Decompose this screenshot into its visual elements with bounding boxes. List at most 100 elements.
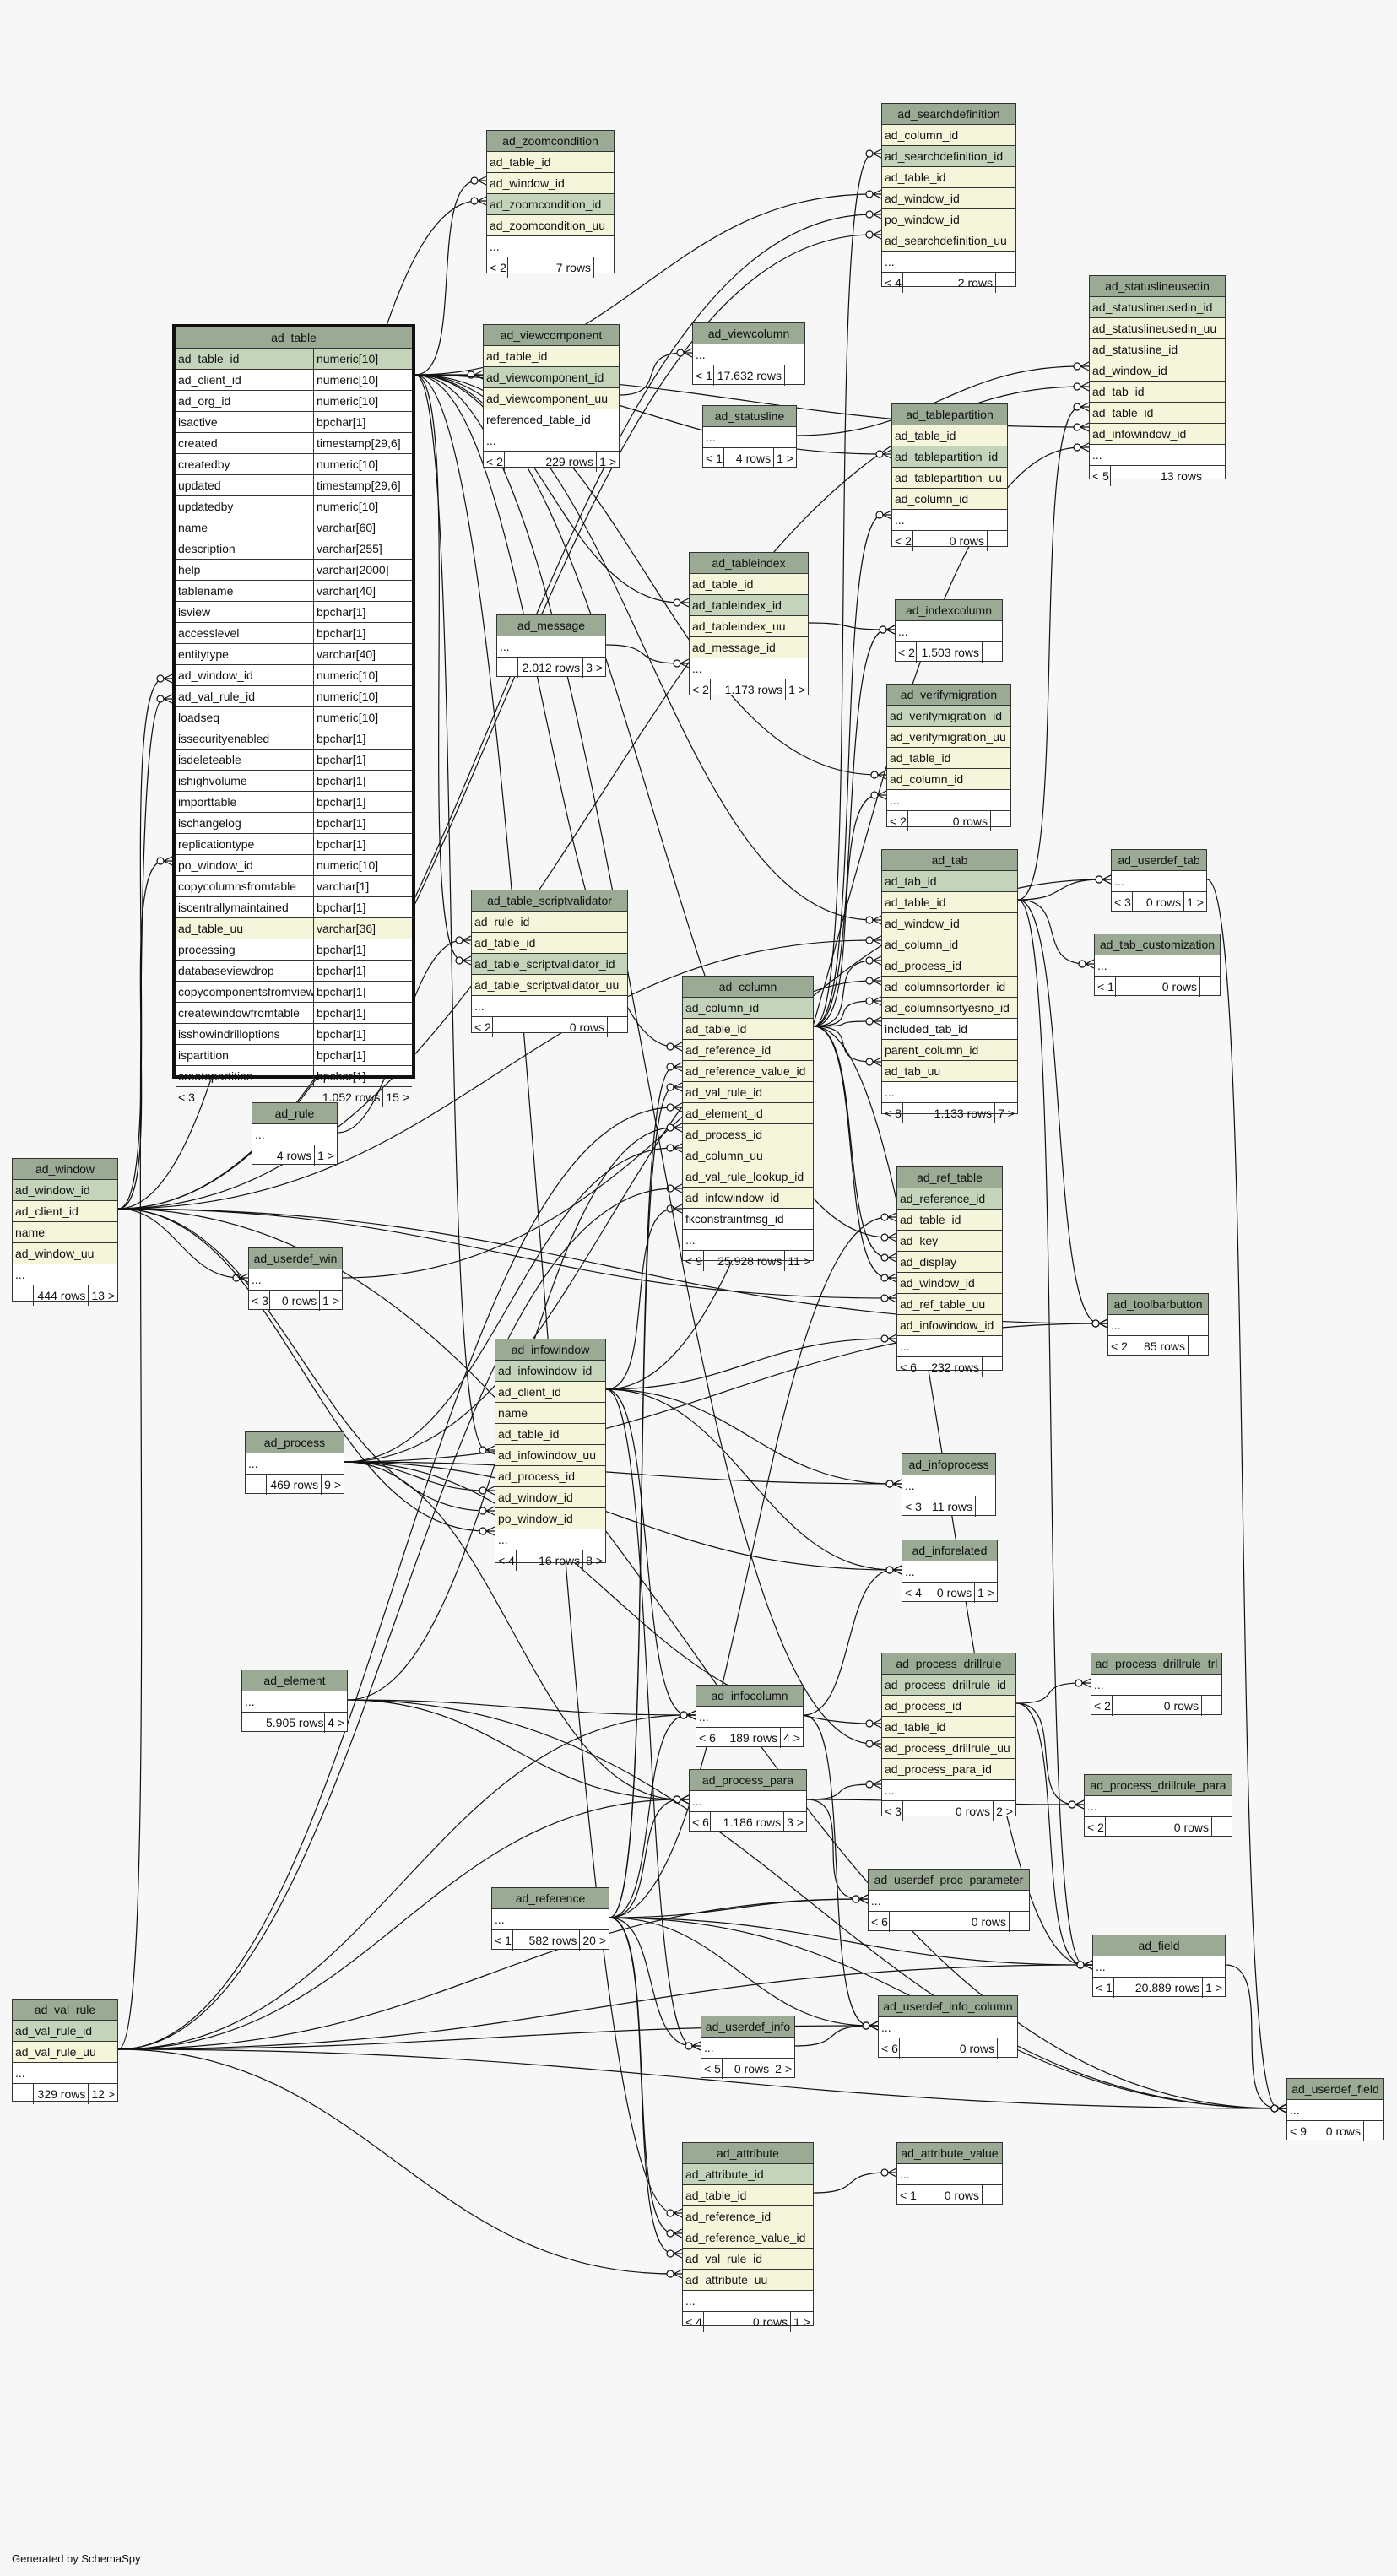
row-count: 0 rows — [907, 811, 990, 831]
table-name: ad_field — [1093, 1935, 1225, 1956]
column-row: ... — [242, 1691, 347, 1713]
column-name: ad_column_id — [685, 1001, 760, 1015]
children-count: 13 > — [88, 1285, 117, 1306]
crows-foot-marker — [882, 510, 892, 520]
column-name: ad_process_id — [885, 959, 962, 972]
row-count: 0 rows — [899, 2038, 997, 2059]
relationship-edge — [808, 622, 887, 630]
relationship-edge — [806, 1799, 860, 1900]
column-row: ad_message_id — [690, 637, 808, 658]
relationship-edge — [117, 1208, 241, 1279]
table-name: ad_table_scriptvalidator — [472, 890, 627, 912]
column-type: bpchar[1] — [313, 897, 412, 917]
column-row: ... — [882, 252, 1015, 273]
optional-marker — [156, 695, 165, 703]
relationship-edge — [344, 1461, 681, 1800]
table-name: ad_inforelated — [902, 1540, 997, 1561]
crows-foot-marker — [887, 1253, 897, 1263]
column-name: ad_window_id — [178, 668, 253, 682]
column-name: ad_val_rule_id — [15, 2024, 93, 2038]
column-type: bpchar[1] — [313, 813, 412, 833]
relationship-edge — [605, 1388, 894, 1571]
column-row: ad_window_id — [882, 913, 1017, 934]
optional-marker — [880, 1294, 889, 1302]
column-name: ad_infowindow_uu — [498, 1448, 596, 1462]
relationship-edge — [605, 1338, 889, 1390]
relationship-edge — [117, 1208, 889, 1299]
optional-marker — [865, 149, 874, 158]
row-count: 0 rows — [1308, 2121, 1363, 2141]
column-row: ad_table_id — [487, 152, 614, 173]
row-count: 0 rows — [1105, 1817, 1211, 1837]
optional-marker — [865, 956, 874, 965]
column-row: ad_infowindow_id — [1090, 424, 1225, 445]
relationship-edge — [813, 1026, 874, 1063]
crows-foot-marker — [673, 2228, 683, 2238]
column-name: ... — [1097, 959, 1107, 972]
column-row: ad_infowindow_id — [683, 1188, 813, 1209]
relationship-edge — [796, 365, 1081, 436]
column-name: ad_window_id — [498, 1491, 573, 1504]
table-name: ad_table — [176, 327, 412, 349]
column-row: ad_attribute_id — [683, 2164, 813, 2185]
relationship-edge — [813, 514, 884, 1027]
column-type: numeric[10] — [313, 707, 412, 728]
column-row: ad_reference_value_id — [683, 2227, 813, 2249]
column-type: varchar[255] — [313, 538, 412, 559]
column-name: ad_val_rule_id — [178, 690, 256, 703]
column-name: ad_statusline_id — [1092, 343, 1178, 356]
crows-foot-marker — [673, 1062, 683, 1072]
column-name: ... — [255, 1128, 265, 1141]
children-count: 7 > — [994, 1103, 1017, 1123]
crows-foot-marker — [673, 1082, 683, 1092]
